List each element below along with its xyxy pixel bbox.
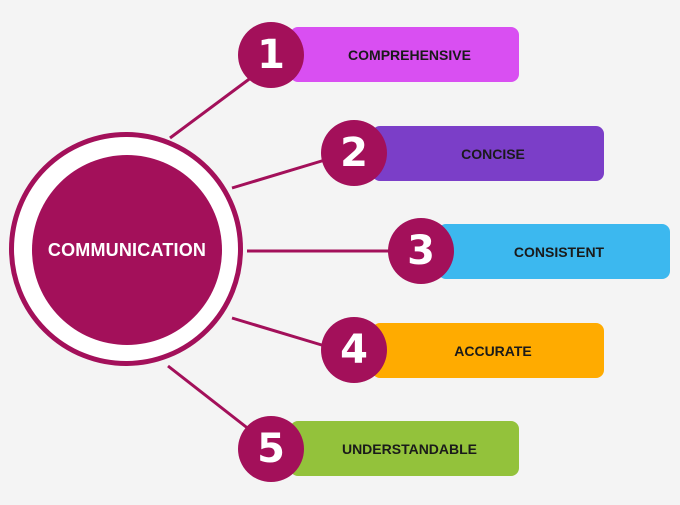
- item-bar-5: UNDERSTANDABLE: [290, 421, 519, 476]
- hub-label: COMMUNICATION: [47, 239, 207, 260]
- connector-line-2: [231, 158, 326, 190]
- item-number-1: 1: [257, 32, 285, 78]
- item-label-5: UNDERSTANDABLE: [341, 440, 478, 457]
- item-number-badge-4: 4: [321, 317, 387, 383]
- item-number-3: 3: [407, 228, 435, 274]
- item-label-1: COMPREHENSIVE: [348, 46, 471, 63]
- hub-circle: COMMUNICATION: [32, 155, 222, 345]
- connector-line-1: [169, 75, 253, 140]
- item-label-4: ACCURATE: [454, 342, 532, 359]
- item-number-badge-2: 2: [321, 120, 387, 186]
- item-number-badge-5: 5: [238, 416, 304, 482]
- item-number-2: 2: [340, 130, 368, 176]
- item-bar-1: COMPREHENSIVE: [290, 27, 519, 82]
- item-bar-3: CONSISTENT: [438, 224, 670, 279]
- connector-line-4: [231, 316, 326, 348]
- item-number-badge-1: 1: [238, 22, 304, 88]
- item-bar-4: ACCURATE: [372, 323, 604, 378]
- item-bar-2: CONCISE: [372, 126, 604, 181]
- item-label-2: CONCISE: [461, 145, 525, 162]
- item-number-5: 5: [257, 426, 285, 472]
- item-label-3: CONSISTENT: [513, 243, 605, 260]
- item-number-4: 4: [340, 327, 368, 373]
- connector-line-5: [167, 364, 251, 432]
- item-number-badge-3: 3: [388, 218, 454, 284]
